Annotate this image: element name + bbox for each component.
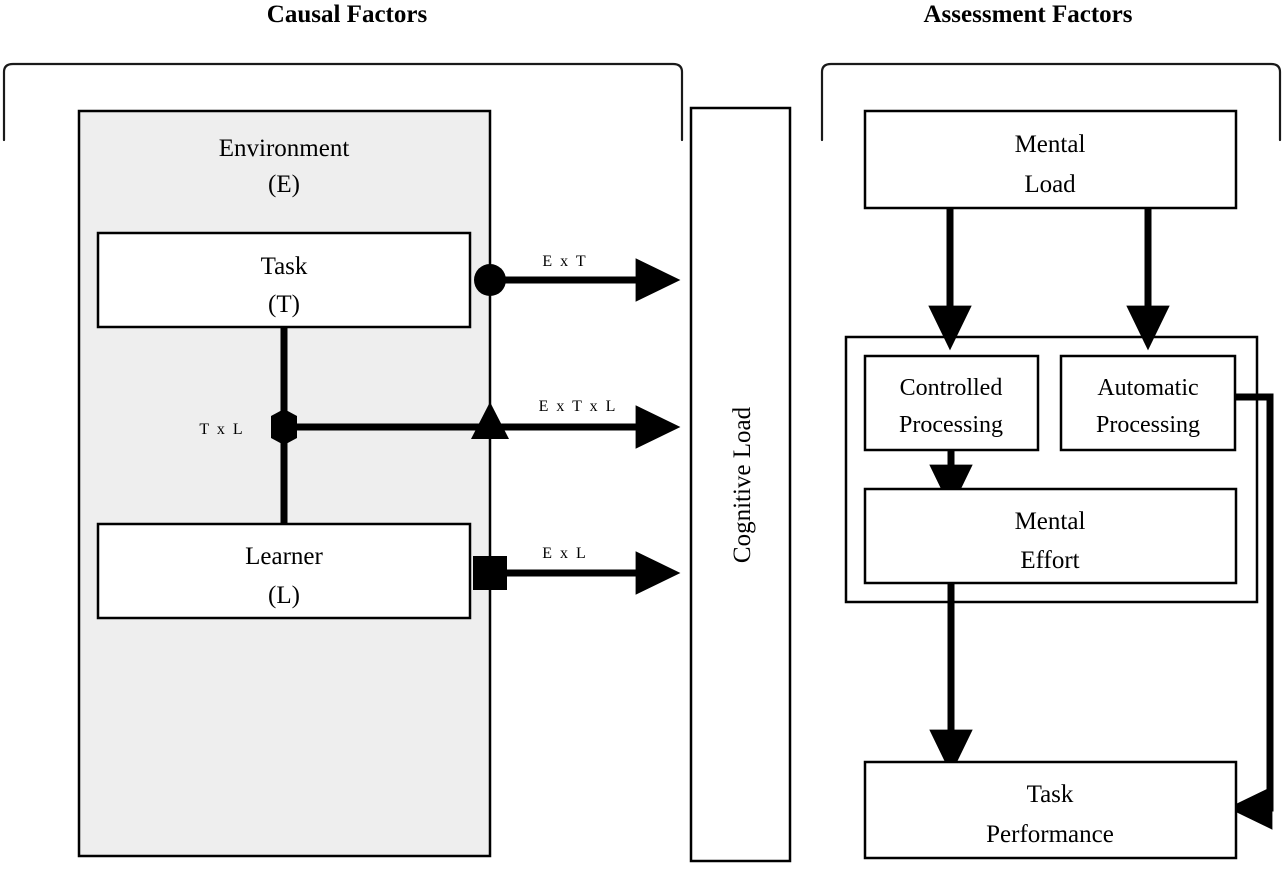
txl-label: T x L [199,421,244,438]
ext-circle-marker [474,264,506,296]
processing-container [844,335,1259,604]
bracket-assessment [820,62,1282,142]
learner-label-line1: Learner [245,543,323,570]
page-title-causal: Causal Factors [267,1,428,28]
automatic-processing-line2: Processing [1096,412,1200,438]
cognitive-load-box [689,106,792,863]
controlled-processing-box [863,354,1040,452]
automatic-processing-line1: Automatic [1097,375,1198,401]
extxl-triangle-marker [471,402,509,439]
environment-label-line2: (E) [268,171,300,198]
mental-load-label-line1: Mental [1015,131,1086,158]
environment-label-line1: Environment [219,135,350,162]
cognitive-load-label: Cognitive Load [729,406,756,563]
txl-hexagon-marker [271,409,297,445]
task-label-line2: (T) [268,291,300,318]
mental-effort-box [863,487,1238,585]
learner-label-line2: (L) [268,582,300,609]
task-performance-line1: Task [1027,781,1074,808]
controlled-processing-line2: Processing [899,412,1003,438]
task-performance-line2: Performance [986,821,1114,848]
bracket-causal [2,62,684,142]
task-box [96,231,472,329]
controlled-processing-line1: Controlled [900,375,1003,401]
page-title-assessment: Assessment Factors [924,1,1133,28]
task-label-line1: Task [261,253,308,280]
exl-label: E x L [542,545,588,562]
automatic-processing-box [1059,354,1237,452]
extxl-label: E x T x L [539,398,618,415]
learner-box [96,522,472,620]
mental-load-box [863,109,1238,210]
mental-effort-line2: Effort [1020,547,1079,574]
automatic-to-performance-arrow [1227,393,1274,830]
exl-square-marker [473,556,507,590]
mental-load-label-line2: Load [1024,171,1076,198]
ext-label: E x T [542,253,587,270]
mental-effort-line1: Mental [1015,508,1086,535]
task-performance-box [863,760,1238,860]
